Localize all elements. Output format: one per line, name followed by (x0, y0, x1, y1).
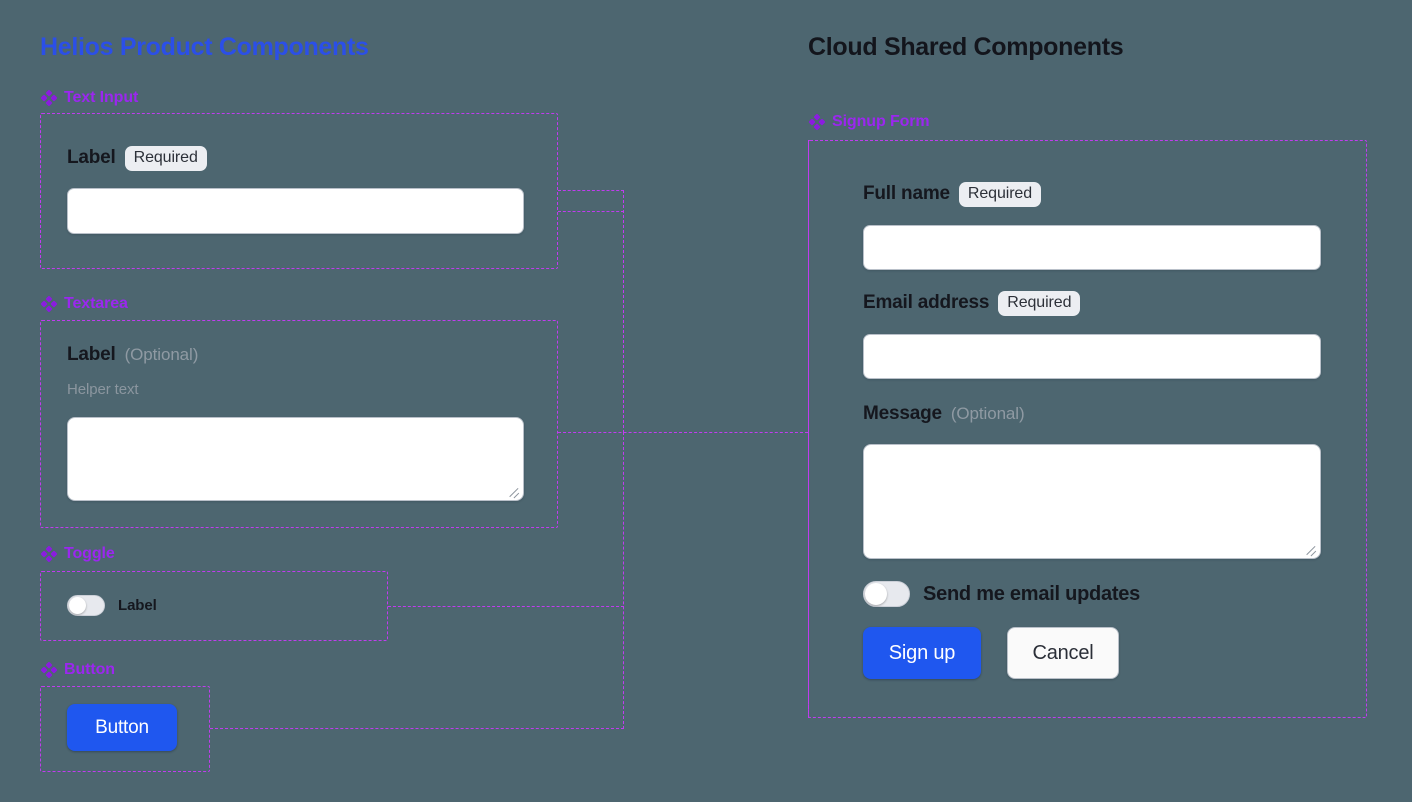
text-input-required-badge: Required (124, 146, 207, 171)
text-input-label-row: Label Required (67, 146, 207, 171)
group-caption-label: Signup Form (832, 113, 930, 130)
message-label: Message (863, 403, 942, 424)
diamond-cluster-icon (39, 544, 59, 564)
sign-up-button[interactable]: Sign up (863, 627, 981, 679)
connector-text-input-stub (558, 190, 624, 191)
group-caption-label: Button (64, 661, 115, 678)
component-frame-button (40, 686, 210, 772)
group-caption-textarea: Textarea (39, 294, 128, 314)
text-input-field[interactable] (67, 188, 524, 234)
diamond-cluster-icon (39, 294, 59, 314)
email-required-badge: Required (998, 291, 1081, 316)
email-label: Email address (863, 292, 990, 314)
connector-button-horizontal (210, 728, 624, 729)
text-input-label: Label (67, 147, 116, 169)
toggle-knob (865, 583, 887, 605)
connector-main-bus (558, 432, 808, 433)
toggle-switch[interactable] (67, 595, 105, 616)
connector-vertical-lower (623, 432, 624, 729)
group-caption-label: Text Input (64, 89, 139, 106)
full-name-label: Full name (863, 183, 950, 205)
message-textarea[interactable] (863, 444, 1321, 559)
cancel-button[interactable]: Cancel (1007, 627, 1119, 679)
textarea-optional-tag: (Optional) (124, 345, 199, 364)
textarea-field[interactable] (67, 417, 524, 501)
resize-handle-icon[interactable] (507, 484, 520, 499)
component-frame-signup-form (808, 140, 1367, 718)
component-frame-text-input (40, 113, 558, 269)
message-label-row: Message (Optional) (863, 403, 1025, 425)
toggle-knob (69, 597, 86, 614)
resize-handle-icon[interactable] (1304, 542, 1317, 557)
group-caption-toggle: Toggle (39, 544, 115, 564)
textarea-helper-text: Helper text (67, 381, 139, 398)
toggle-label: Label (118, 597, 157, 614)
email-updates-label: Send me email updates (923, 582, 1141, 605)
email-label-row: Email address Required (863, 291, 1081, 316)
page-title-right: Cloud Shared Components (808, 33, 1124, 61)
full-name-required-badge: Required (958, 182, 1042, 207)
button-sample[interactable]: Button (67, 704, 177, 751)
email-updates-switch[interactable] (863, 581, 910, 607)
group-caption-label: Textarea (64, 295, 128, 312)
group-caption-text-input: Text Input (39, 88, 139, 108)
email-updates-toggle-row[interactable]: Send me email updates (863, 581, 1140, 607)
diamond-cluster-icon (39, 660, 59, 680)
email-input[interactable] (863, 334, 1321, 379)
group-caption-signup-form: Signup Form (807, 112, 930, 132)
group-caption-button: Button (39, 660, 115, 680)
connector-toggle-horizontal (388, 606, 624, 607)
toggle-row[interactable]: Label (67, 595, 157, 616)
textarea-label-row: Label (Optional) (67, 344, 198, 366)
diamond-cluster-icon (39, 88, 59, 108)
full-name-label-row: Full name Required (863, 182, 1042, 207)
page-title-left: Helios Product Components (40, 33, 369, 61)
component-frame-toggle (40, 571, 388, 641)
component-frame-textarea (40, 320, 558, 528)
diamond-cluster-icon (807, 112, 827, 132)
group-caption-label: Toggle (64, 545, 115, 562)
textarea-label: Label (67, 344, 116, 365)
connector-text-input-horizontal (558, 211, 624, 212)
connector-vertical-upper (623, 190, 624, 433)
full-name-input[interactable] (863, 225, 1321, 270)
message-optional-tag: (Optional) (950, 404, 1025, 423)
